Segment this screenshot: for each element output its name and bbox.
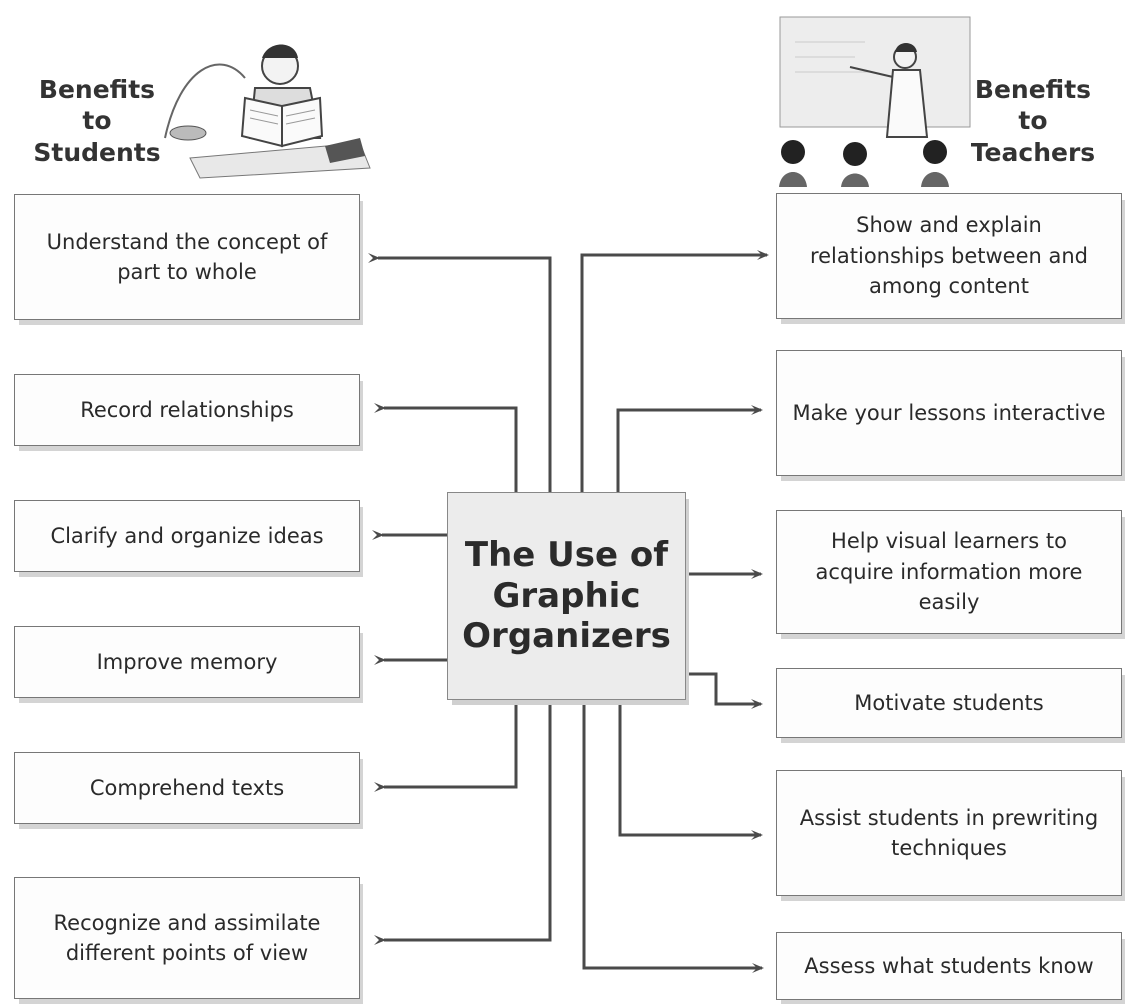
teacher-benefit-box: Help visual learners to acquire informat…	[776, 510, 1122, 634]
student-benefit-text: Comprehend texts	[89, 775, 285, 800]
teacher-benefit-text: Show and explain relationships between a…	[809, 213, 1089, 299]
center-title-line-1: The Use of	[464, 534, 669, 575]
student-benefit-text: Recognize and assimilate different point…	[53, 910, 321, 965]
students-heading-line-1: Benefits	[38, 75, 156, 104]
connector-teachers-5	[618, 700, 763, 840]
teachers-heading-line-1: Benefits	[974, 75, 1092, 104]
student-benefit-box: Clarify and organize ideas	[14, 500, 360, 572]
connector-students-6	[374, 700, 552, 945]
connector-teachers-1	[580, 250, 769, 492]
teacher-benefit-text: Help visual learners to acquire informat…	[815, 529, 1083, 615]
teacher-at-board-illustration	[779, 16, 971, 187]
teacher-benefit-text: Motivate students	[854, 690, 1044, 715]
students-heading-line-3: Students	[33, 137, 161, 167]
teachers-heading-line-3: Teachers	[970, 137, 1096, 167]
teacher-benefit-box: Show and explain relationships between a…	[776, 193, 1122, 319]
connector-students-2	[374, 403, 518, 492]
teacher-benefit-box: Assess what students know	[776, 932, 1122, 1000]
student-benefit-box: Recognize and assimilate different point…	[14, 877, 360, 999]
teacher-benefit-text: Assist students in prewriting techniques	[799, 805, 1099, 860]
connector-teachers-4	[686, 672, 763, 709]
connector-students-5	[374, 700, 518, 792]
connector-students-1	[368, 253, 552, 492]
center-title-line-3: Organizers	[462, 616, 671, 657]
student-benefit-box: Comprehend texts	[14, 752, 360, 824]
student-benefit-text: Understand the concept of part to whole	[46, 229, 328, 284]
students-heading: Benefits to Students	[22, 74, 172, 168]
student-benefit-box: Understand the concept of part to whole	[14, 194, 360, 320]
students-heading-line-2: to	[82, 106, 112, 136]
center-topic-box: The Use of Graphic Organizers	[447, 492, 686, 700]
connector-teachers-2	[616, 405, 763, 492]
teacher-benefit-box: Make your lessons interactive	[776, 350, 1122, 476]
student-benefit-text: Improve memory	[96, 649, 278, 674]
teacher-benefit-box: Motivate students	[776, 668, 1122, 738]
student-benefit-text: Clarify and organize ideas	[50, 523, 324, 548]
teachers-heading: Benefits to Teachers	[958, 74, 1108, 168]
teachers-heading-line-2: to	[1018, 106, 1048, 136]
student-benefit-box: Improve memory	[14, 626, 360, 698]
center-title-line-2: Graphic	[492, 575, 641, 616]
student-benefit-text: Record relationships	[80, 397, 294, 422]
student-benefit-box: Record relationships	[14, 374, 360, 446]
teacher-benefit-text: Make your lessons interactive	[792, 400, 1106, 425]
student-reading-illustration	[164, 44, 371, 179]
teacher-benefit-box: Assist students in prewriting techniques	[776, 770, 1122, 896]
connector-teachers-6	[582, 700, 764, 973]
teacher-benefit-text: Assess what students know	[804, 953, 1094, 978]
